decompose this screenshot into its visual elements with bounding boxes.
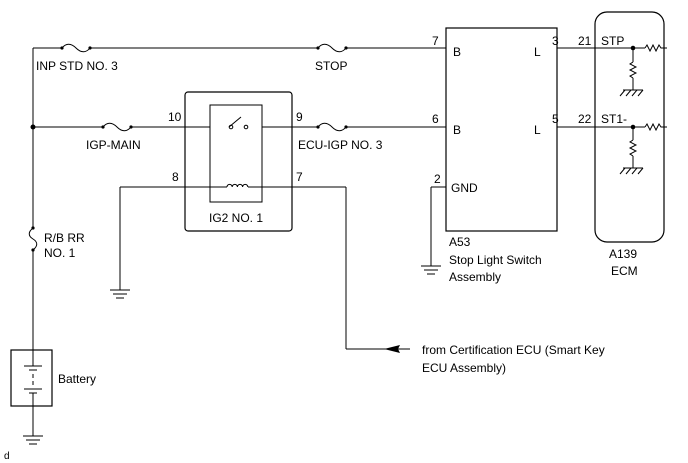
fuse-igp-main-symbol <box>101 122 133 132</box>
relay-pin-7: 7 <box>296 170 303 184</box>
switch-pin-3: 3 <box>552 34 559 48</box>
switch-code: A53 <box>449 235 471 249</box>
wire-coil-ground <box>119 186 210 290</box>
relay-pin-9: 9 <box>296 110 303 124</box>
relay-pin-10: 10 <box>168 110 182 124</box>
ecm-circuit-st1 <box>619 122 667 175</box>
fuse-stop-symbol <box>316 43 348 53</box>
ground-icon <box>110 289 130 299</box>
fuse-inp-std-no3-symbol <box>60 43 92 53</box>
ecm-circuit-stp <box>619 43 667 97</box>
switch-assembly <box>445 27 558 232</box>
switch-pin-6: 6 <box>432 112 439 126</box>
switch-terminal-gnd: GND <box>451 181 478 195</box>
switch-pin-7: 7 <box>432 34 439 48</box>
fuse-ecu-igp-no3-label: ECU-IGP NO. 3 <box>298 138 383 152</box>
switch-name-line1: Stop Light Switch <box>449 253 542 267</box>
fuse-stop-label: STOP <box>315 59 347 73</box>
ground-icon <box>23 435 43 445</box>
relay-ig2-no1 <box>184 91 293 232</box>
fuse-igp-main-label: IGP-MAIN <box>86 138 141 152</box>
fuse-rb-rr-no1-symbol <box>28 226 38 252</box>
certification-line2: ECU Assembly) <box>422 361 506 375</box>
wire-certification <box>262 186 410 350</box>
arrow-left-icon <box>384 345 400 353</box>
relay-label: IG2 NO. 1 <box>209 211 263 225</box>
switch-pin-5: 5 <box>552 112 559 126</box>
wire-switch-ground <box>430 186 446 266</box>
switch-terminal-l2: L <box>534 123 541 137</box>
switch-terminal-b1: B <box>453 45 461 59</box>
ecm-pin-21: 21 <box>578 34 592 48</box>
ecm-name: ECM <box>611 264 638 278</box>
corner-mark: d <box>4 451 10 462</box>
wire-left-bus <box>30 48 36 350</box>
ecm-pin-22: 22 <box>578 112 592 126</box>
relay-pin-8: 8 <box>172 170 179 184</box>
fuse-inp-std-no3-label: INP STD NO. 3 <box>36 59 118 73</box>
fuse-rb-rr-label-line2: NO. 1 <box>44 246 76 260</box>
ecm-terminal-st1: ST1- <box>601 112 627 126</box>
battery-icon <box>10 349 53 407</box>
battery-label: Battery <box>58 372 96 386</box>
ecm-terminal-stp: STP <box>601 34 624 48</box>
ecm-code: A139 <box>609 247 637 261</box>
switch-name-line2: Assembly <box>449 270 501 284</box>
switch-terminal-b2: B <box>453 123 461 137</box>
ground-icon <box>421 265 441 275</box>
fuse-rb-rr-label-line1: R/B RR <box>44 231 85 245</box>
certification-line1: from Certification ECU (Smart Key <box>422 343 605 357</box>
switch-terminal-l1: L <box>534 45 541 59</box>
switch-pin-2: 2 <box>434 172 441 186</box>
fuse-ecu-igp-no3-symbol <box>316 122 348 132</box>
